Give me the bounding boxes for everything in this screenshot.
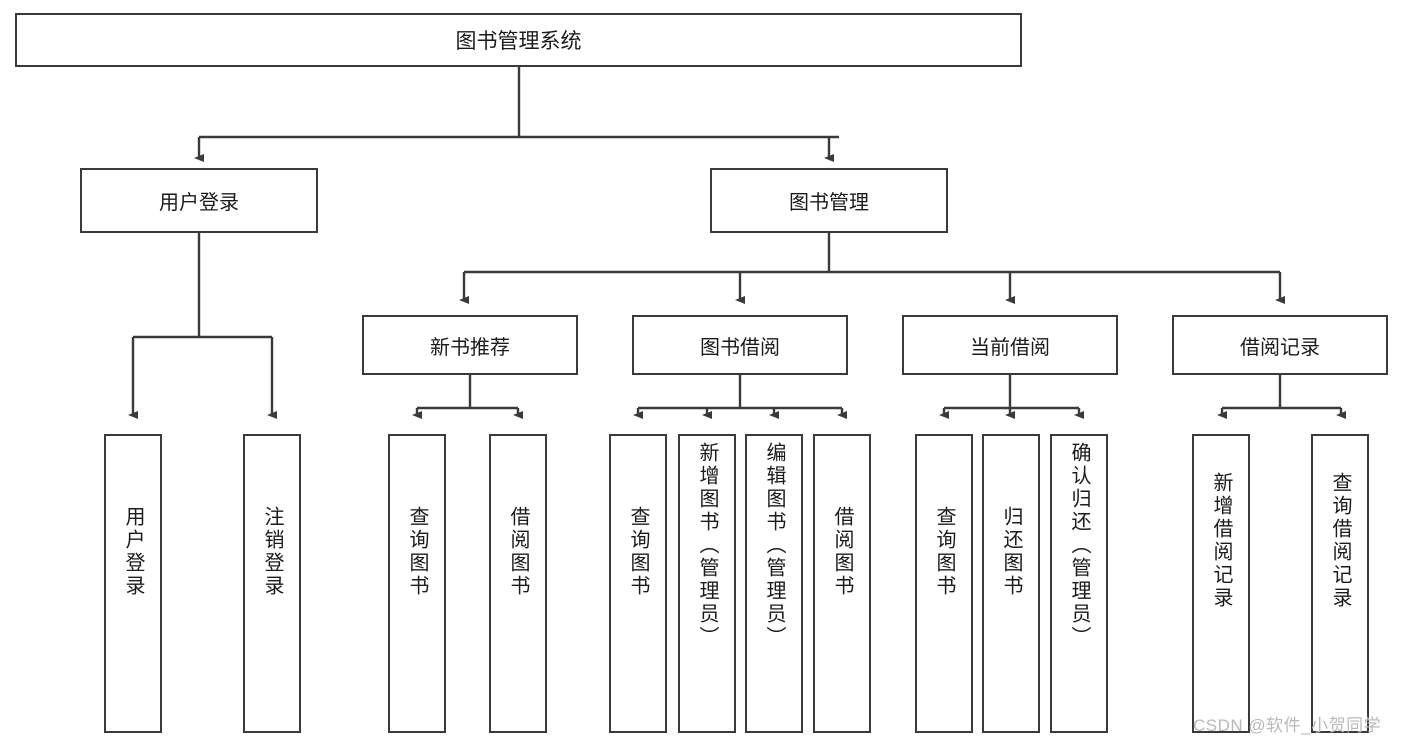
leaf-new-book-query[interactable]: 查询图书 <box>388 434 446 733</box>
node-user-login-label: 用户登录 <box>159 192 239 214</box>
leaf-new-book-borrow[interactable]: 借阅图书 <box>489 434 547 733</box>
node-new-book-recommend-label: 新书推荐 <box>430 336 510 359</box>
node-borrow-record[interactable]: 借阅记录 <box>1172 315 1388 375</box>
leaf-book-borrow-edit-label: 编辑图书（管理员） <box>763 442 785 649</box>
leaf-user-login-login-label: 用户登录 <box>122 506 144 598</box>
node-new-book-recommend[interactable]: 新书推荐 <box>362 315 578 375</box>
node-book-borrow-label: 图书借阅 <box>700 336 780 359</box>
leaf-borrow-record-add[interactable]: 新增借阅记录 <box>1192 434 1250 733</box>
leaf-book-borrow-borrow-label: 借阅图书 <box>831 506 853 598</box>
leaf-book-borrow-add[interactable]: 新增图书（管理员） <box>678 434 736 733</box>
leaf-current-borrow-confirm-label: 确认归还（管理员） <box>1068 442 1090 649</box>
leaf-book-borrow-query[interactable]: 查询图书 <box>609 434 667 733</box>
leaf-current-borrow-return-label: 归还图书 <box>1000 506 1022 598</box>
leaf-current-borrow-return[interactable]: 归还图书 <box>982 434 1040 733</box>
node-book-management-label: 图书管理 <box>789 192 869 214</box>
node-current-borrow[interactable]: 当前借阅 <box>902 315 1118 375</box>
leaf-current-borrow-query[interactable]: 查询图书 <box>915 434 973 733</box>
leaf-current-borrow-query-label: 查询图书 <box>933 506 955 598</box>
node-root[interactable]: 图书管理系统 <box>15 13 1022 67</box>
node-root-label: 图书管理系统 <box>455 30 582 53</box>
node-current-borrow-label: 当前借阅 <box>970 336 1050 359</box>
node-user-login[interactable]: 用户登录 <box>80 168 318 233</box>
leaf-book-borrow-query-label: 查询图书 <box>627 506 649 598</box>
leaf-user-login-logout-label: 注销登录 <box>261 506 283 598</box>
leaf-book-borrow-edit[interactable]: 编辑图书（管理员） <box>745 434 803 733</box>
csdn-watermark: CSDN @软件_小贺同学 <box>1193 716 1382 735</box>
leaf-new-book-borrow-label: 借阅图书 <box>507 506 529 598</box>
leaf-current-borrow-confirm[interactable]: 确认归还（管理员） <box>1050 434 1108 733</box>
node-book-management[interactable]: 图书管理 <box>710 168 948 233</box>
leaf-borrow-record-query-label: 查询借阅记录 <box>1329 472 1351 610</box>
node-borrow-record-label: 借阅记录 <box>1240 336 1320 359</box>
leaf-book-borrow-borrow[interactable]: 借阅图书 <box>813 434 871 733</box>
leaf-borrow-record-query[interactable]: 查询借阅记录 <box>1311 434 1369 733</box>
node-book-borrow[interactable]: 图书借阅 <box>632 315 848 375</box>
leaf-book-borrow-add-label: 新增图书（管理员） <box>696 442 718 649</box>
leaf-user-login-logout[interactable]: 注销登录 <box>243 434 301 733</box>
leaf-new-book-query-label: 查询图书 <box>406 506 428 598</box>
leaf-user-login-login[interactable]: 用户登录 <box>104 434 162 733</box>
leaf-borrow-record-add-label: 新增借阅记录 <box>1210 472 1232 610</box>
